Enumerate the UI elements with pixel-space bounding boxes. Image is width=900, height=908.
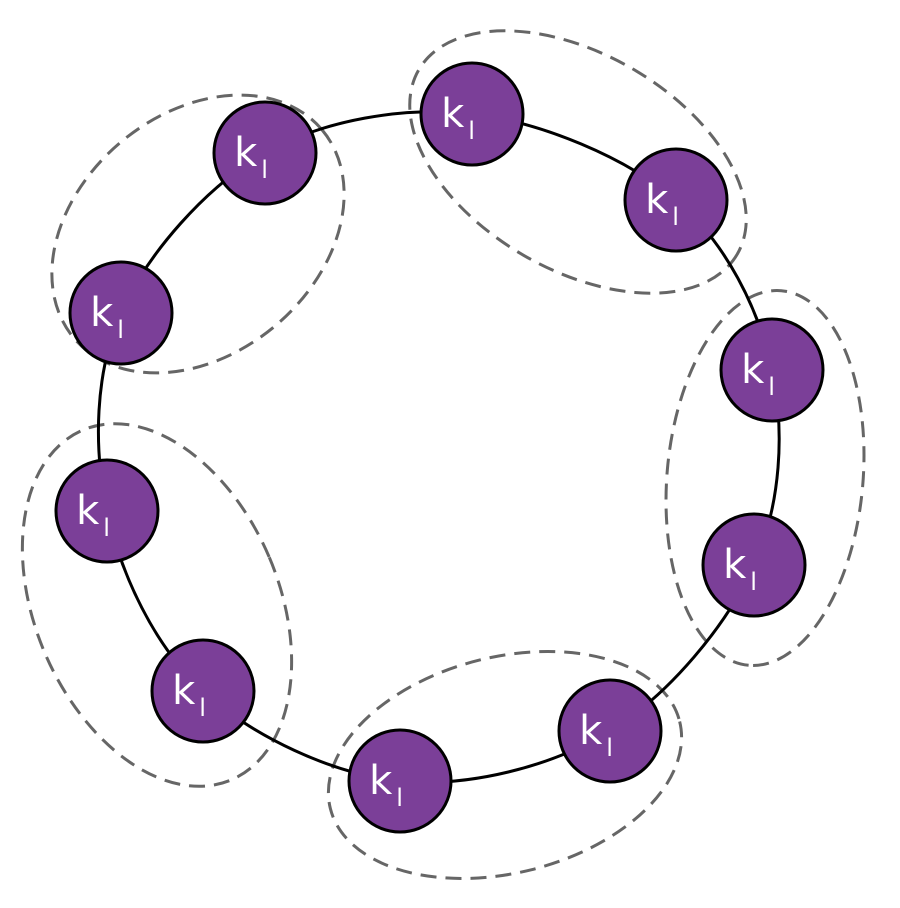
- node-label-sub: l: [199, 694, 206, 722]
- node-label-main: k: [723, 542, 747, 588]
- node-label-sub: l: [750, 568, 757, 596]
- node-label-main: k: [76, 488, 100, 534]
- node-label-sub: l: [672, 203, 679, 231]
- node-label-sub: l: [768, 373, 775, 401]
- node-label-main: k: [234, 130, 258, 176]
- node-label-main: k: [369, 758, 393, 804]
- node-circle: [419, 61, 525, 167]
- node-label-sub: l: [261, 156, 268, 184]
- node-label-sub: l: [103, 514, 110, 542]
- node-label-sub: l: [606, 734, 613, 762]
- node-label-main: k: [90, 290, 114, 336]
- node-label-main: k: [579, 708, 603, 754]
- group-outline-3: [326, 650, 684, 880]
- node-label-main: k: [441, 91, 465, 137]
- node-label-main: k: [645, 177, 669, 223]
- node-label-sub: l: [396, 784, 403, 812]
- node-label-main: k: [172, 668, 196, 714]
- node-circle: [719, 317, 825, 423]
- node-label-main: k: [741, 347, 765, 393]
- node-circle: [54, 458, 160, 564]
- node-circle: [701, 512, 807, 618]
- group-outline-4: [20, 422, 294, 788]
- group-outline-1: [408, 29, 748, 295]
- node-label-sub: l: [468, 117, 475, 145]
- node-circle: [347, 728, 453, 834]
- node-circle: [557, 678, 663, 784]
- group-outline-5: [50, 93, 346, 375]
- node-circle: [212, 100, 318, 206]
- node-circle: [623, 147, 729, 253]
- node-label-sub: l: [117, 316, 124, 344]
- node-circle: [150, 638, 256, 744]
- node-circle: [68, 260, 174, 366]
